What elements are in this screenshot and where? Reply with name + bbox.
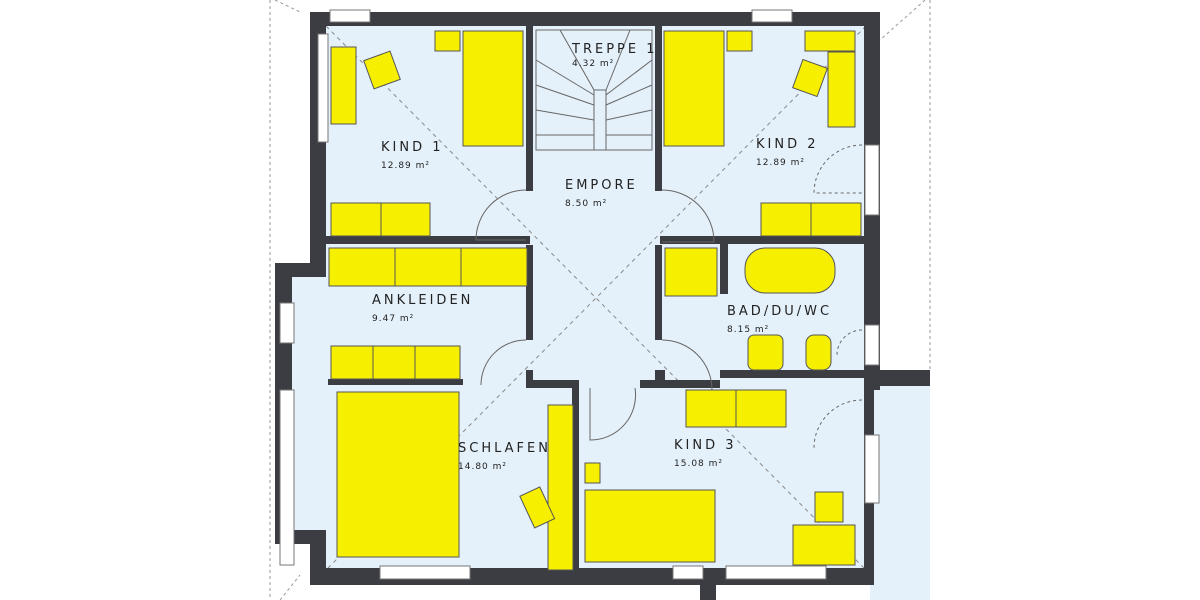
room-name: TREPPE 1 bbox=[572, 42, 658, 57]
room-name: KIND 1 bbox=[381, 140, 444, 155]
room-kind1: KIND 1 12.89 m² bbox=[381, 140, 444, 171]
desk-kind3 bbox=[792, 524, 856, 566]
room-area: 14.80 m² bbox=[458, 462, 508, 472]
room-name: SCHLAFEN bbox=[458, 441, 551, 456]
bed-kind2 bbox=[663, 30, 725, 147]
desk-kind2 bbox=[827, 51, 856, 128]
double-bed bbox=[336, 391, 460, 558]
room-area: 9.47 m² bbox=[372, 314, 415, 324]
windows[interactable] bbox=[279, 9, 880, 580]
bed-kind1 bbox=[462, 30, 524, 147]
room-area: 12.89 m² bbox=[756, 158, 806, 168]
room-empore: EMPORE 8.50 m² bbox=[565, 178, 638, 209]
room-ankleiden: ANKLEIDEN 9.47 m² bbox=[372, 293, 473, 324]
bathtub bbox=[744, 247, 836, 294]
toilet bbox=[805, 334, 832, 371]
shower bbox=[664, 247, 718, 297]
room-name: KIND 3 bbox=[674, 438, 737, 453]
staircase bbox=[535, 29, 653, 151]
bed-kind3 bbox=[584, 489, 716, 563]
room-treppe: TREPPE 1 4.32 m² bbox=[572, 42, 657, 69]
sink bbox=[747, 334, 784, 371]
room-bad: BAD/DU/WC 8.15 m² bbox=[727, 304, 832, 335]
room-kind3: KIND 3 15.08 m² bbox=[674, 438, 737, 469]
room-area: 12.89 m² bbox=[381, 161, 431, 171]
desk-kind1 bbox=[330, 46, 357, 125]
room-name: KIND 2 bbox=[756, 137, 819, 152]
room-name: BAD/DU/WC bbox=[727, 304, 833, 319]
room-schlafen: SCHLAFEN 14.80 m² bbox=[458, 441, 551, 472]
door-swings bbox=[475, 144, 863, 449]
furniture bbox=[328, 30, 862, 571]
room-name: ANKLEIDEN bbox=[372, 293, 474, 308]
room-area: 8.50 m² bbox=[565, 199, 608, 209]
room-name: EMPORE bbox=[565, 178, 638, 193]
room-area: 15.08 m² bbox=[674, 459, 724, 469]
desk-schlafen bbox=[547, 404, 574, 571]
room-kind2: KIND 2 12.89 m² bbox=[756, 137, 819, 168]
room-area: 8.15 m² bbox=[727, 325, 770, 335]
room-area: 4.32 m² bbox=[572, 59, 615, 69]
